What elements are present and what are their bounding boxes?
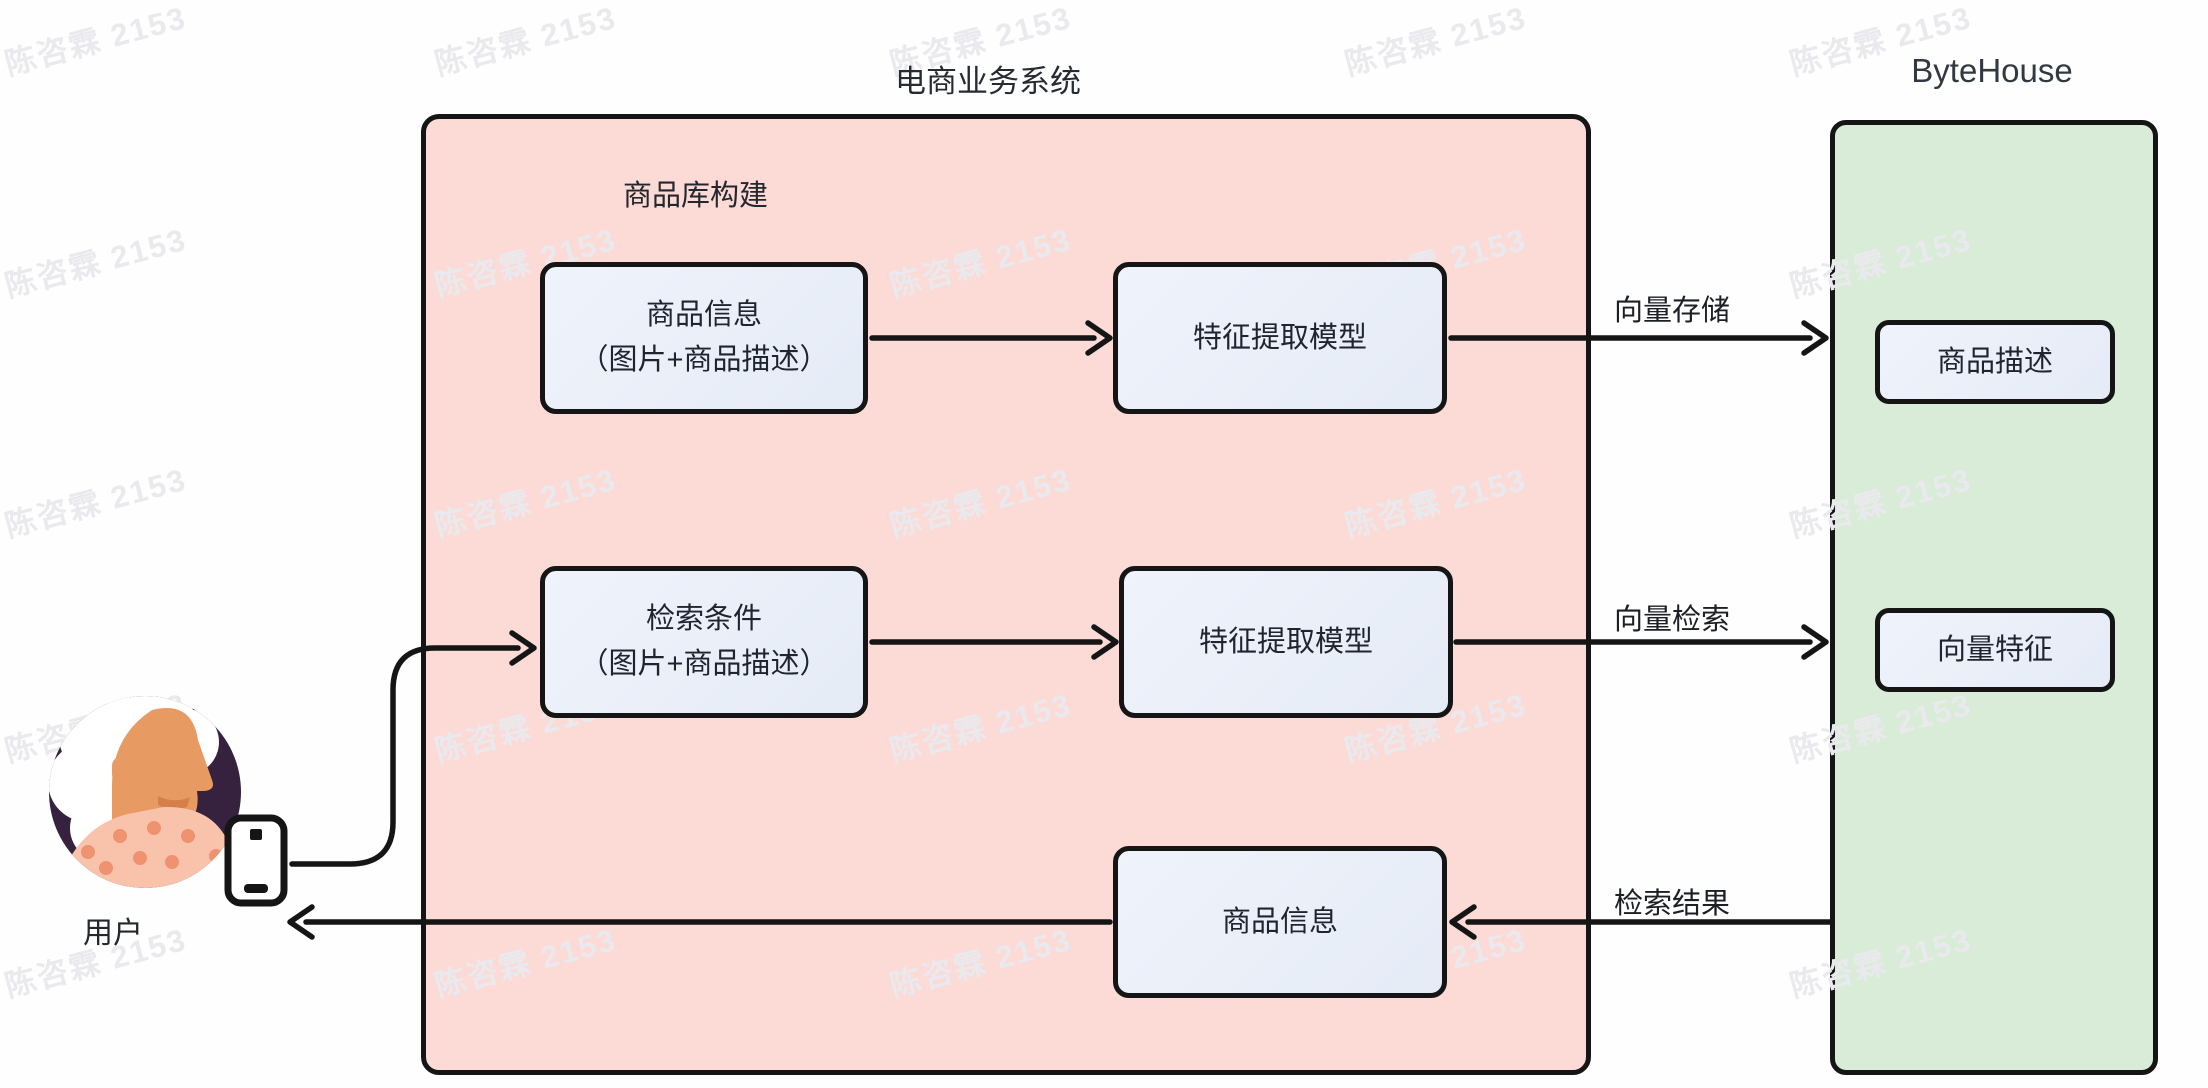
node-vector-feature-store: 向量特征 xyxy=(1875,608,2115,692)
node-feature-extraction-model-2: 特征提取模型 xyxy=(1119,566,1453,718)
ecommerce-system-title: 电商业务系统 xyxy=(895,64,1081,99)
watermark-text: 陈咨霖 2153 xyxy=(1,461,191,544)
avatar-background xyxy=(49,696,241,888)
node-product-description-store-label: 商品描述 xyxy=(1936,345,2053,378)
node-feature-extraction-model-1-label: 特征提取模型 xyxy=(1192,321,1367,354)
vector-search-arrow-label: 向量检索 xyxy=(1613,604,1730,636)
node-product-info: 商品信息 （图片+商品描述） xyxy=(540,262,868,414)
search-result-arrow-label: 检索结果 xyxy=(1613,888,1730,920)
node-product-info-line1: 商品信息 xyxy=(645,299,762,332)
avatar-shirt xyxy=(56,806,241,888)
watermark-text: 陈咨霖 2153 xyxy=(1341,0,1531,82)
vector-store-arrow-label: 向量存储 xyxy=(1613,295,1730,327)
watermark-text: 陈咨霖 2153 xyxy=(1,221,191,304)
avatar-chin-shade xyxy=(158,796,190,810)
node-result-product-info: 商品信息 xyxy=(1113,846,1447,998)
bytehouse-container xyxy=(1830,120,2158,1075)
avatar-shirt-dots xyxy=(67,821,239,888)
watermark-text: 陈咨霖 2153 xyxy=(431,0,621,82)
phone-icon xyxy=(224,814,288,907)
node-query-conditions-line1: 检索条件 xyxy=(645,603,762,636)
node-product-description-store: 商品描述 xyxy=(1875,320,2115,404)
node-query-conditions: 检索条件 （图片+商品描述） xyxy=(540,566,868,718)
user-label: 用户 xyxy=(83,917,143,950)
bytehouse-title: ByteHouse xyxy=(1911,52,2073,89)
watermark-text: 陈咨霖 2153 xyxy=(1,686,191,769)
node-result-product-info-label: 商品信息 xyxy=(1221,905,1338,938)
node-query-conditions-line2: （图片+商品描述） xyxy=(579,648,829,680)
node-feature-extraction-model-2-label: 特征提取模型 xyxy=(1198,625,1373,658)
product-library-label: 商品库构建 xyxy=(623,180,769,212)
node-product-info-line2: （图片+商品描述） xyxy=(579,344,829,376)
node-feature-extraction-model-1: 特征提取模型 xyxy=(1113,262,1447,414)
watermark-text: 陈咨霖 2153 xyxy=(1,0,191,82)
avatar-hair xyxy=(49,696,219,862)
node-vector-feature-store-label: 向量特征 xyxy=(1936,633,2053,666)
user-avatar xyxy=(49,696,241,888)
avatar-face xyxy=(112,708,213,872)
